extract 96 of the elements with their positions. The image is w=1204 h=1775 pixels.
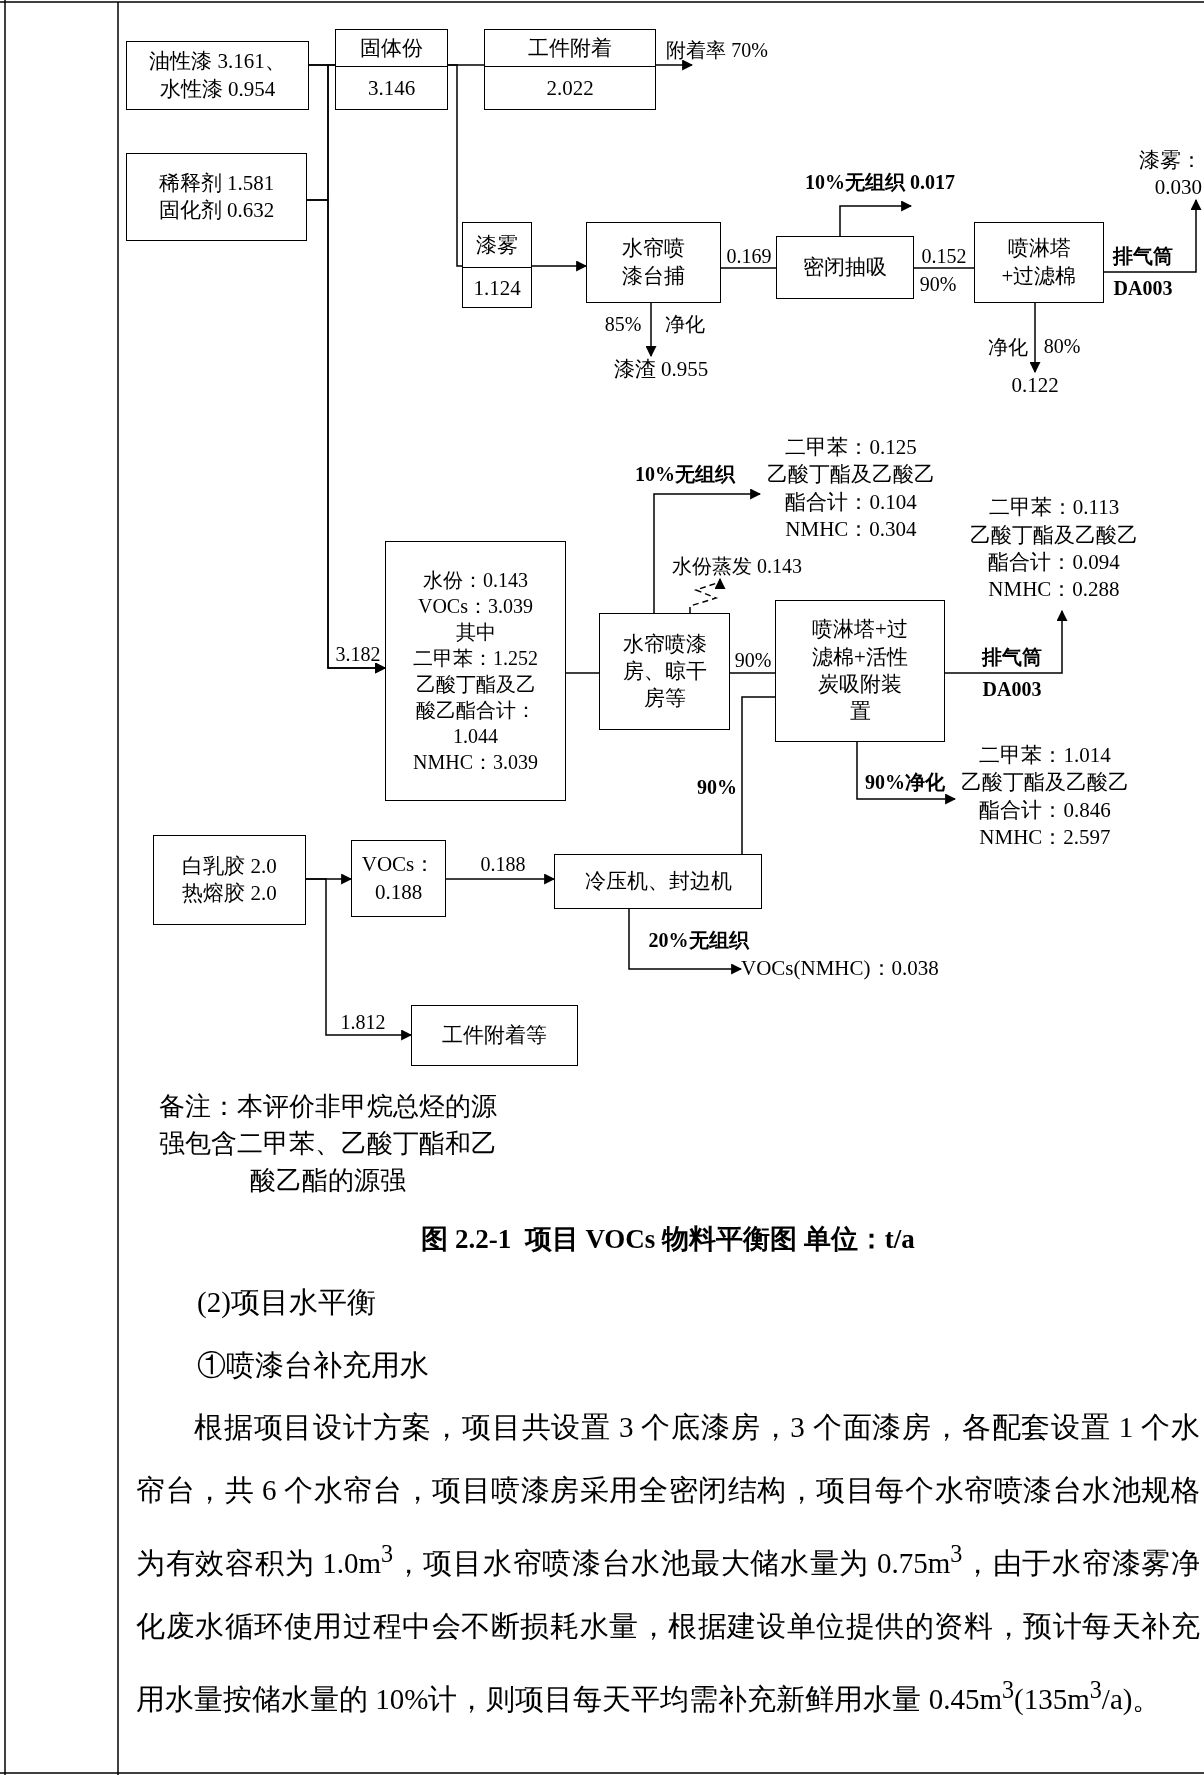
flow-value: 漆雾：0.030 (1138, 146, 1202, 201)
flow-value: 二甲苯：0.125 (784, 433, 918, 461)
flow-arrow (856, 741, 957, 805)
box-text: 1.124 (463, 267, 531, 308)
figure-caption: 图 2.2-1 项目 VOCs 物料平衡图 单位：t/a (420, 1223, 916, 1256)
box-text: 油性漆 3.161、水性漆 0.954 (149, 48, 286, 103)
flow-line (565, 672, 600, 674)
flow-value: NMHC：0.304 (784, 515, 918, 543)
box-text: 水份：0.143 (422, 568, 529, 593)
process-box (153, 835, 306, 925)
flow-value: VOCs(NMHC)：0.038 (741, 955, 940, 983)
edge-label: 1.812 (339, 1010, 387, 1034)
flow-value: NMHC：0.288 (987, 576, 1121, 604)
flow-arrow (1103, 198, 1202, 273)
box-text: 水帘喷漆房、晾干房等 (622, 630, 707, 713)
flow-arrow (645, 302, 657, 358)
flow-line (720, 267, 777, 269)
note-text: 备注：本评价非甲烷总烃的源强包含二甲苯、乙酸丁酯和乙酸乙酯的源强 (158, 1091, 498, 1197)
edge-label: 0.152 (920, 244, 968, 268)
process-box (351, 840, 446, 917)
edge-label: 排气筒 DA003 (1111, 244, 1174, 301)
box-text: NMHC：3.039 (412, 750, 539, 775)
flow-line (913, 267, 975, 269)
flow-arrow (839, 200, 913, 237)
process-box (599, 613, 730, 730)
box-text: 稀释剂 1.581 固化剂 0.632 (157, 169, 276, 224)
flow-value: 乙酸丁酯及乙酸乙酯合计：0.094 (969, 521, 1139, 576)
box-text: 水帘喷漆台捕 (621, 235, 686, 290)
box-text: 喷淋塔+过滤棉 (1000, 235, 1078, 290)
flow-value: 二甲苯：1.014 (978, 741, 1112, 769)
flow-arrow (628, 908, 743, 975)
edge-label: 附着率 70% (665, 38, 769, 62)
edge-label: 20%无组织 (647, 928, 751, 952)
box-text: VOCs：0.188 (360, 851, 437, 906)
box-text: 喷淋塔+过滤棉+活性炭吸附装置 (811, 616, 909, 726)
edge-label: 0.169 (725, 244, 773, 268)
edge-label: 80% (1042, 334, 1082, 358)
edge-label: 排气筒 DA003 (980, 645, 1043, 702)
flow-arrow (1029, 302, 1041, 374)
process-box (462, 222, 532, 308)
box-text: 漆雾 (475, 232, 519, 259)
flow-value: 乙酸丁酯及乙酸乙酯合计：0.104 (766, 461, 936, 516)
box-text: 工件附着 (527, 35, 613, 62)
box-text: 乙酸丁酯及乙酸乙酯合计：1.044 (414, 672, 537, 749)
edge-label: 85% (603, 312, 643, 336)
process-box (385, 541, 566, 801)
edge-label: 0.188 (479, 852, 527, 876)
process-box (126, 41, 309, 110)
body-paragraph: 根据项目设计方案，项目共设置 3 个底漆房，3 个面漆房，各配套设置 1 个水帘台，共 6 个水帘台，项目喷漆房采用全密闭结构，项目每个水帘喷漆台水池规格为有效容积为 1.0m$^{3}$，项目水帘喷漆台水池最大储水量为 0.75m$^{3}$，由于水帘漆雾净化废水循环使用过程中会不断损耗水量，根据建设单位提供的资料，预计每天补充用水量按储水量的 10%计，则项目每天平均需补充新鲜用水量 0.45m$^{3}$(135m$^{3}$/a)。 (136, 1410, 1200, 1717)
process-box (776, 236, 914, 299)
box-text: 固体份 (359, 35, 424, 62)
flow-arrow (305, 878, 413, 1041)
flow-line (447, 64, 463, 267)
box-text: 冷压机、封边机 (583, 867, 733, 895)
process-note: 净化 (987, 335, 1029, 359)
subsection-heading: ①喷漆台补充用水 (197, 1348, 430, 1383)
flow-arrow (944, 609, 1068, 674)
flow-value: 乙酸丁酯及乙酸乙酯合计：0.846 (960, 769, 1130, 824)
process-box (586, 222, 721, 303)
box-text: 其中 (454, 620, 497, 645)
edge-label: 10%无组织 0.017 (804, 170, 956, 194)
box-text: 3.146 (336, 66, 447, 110)
process-box (775, 600, 945, 742)
flow-value: 漆渣 0.955 (612, 356, 710, 384)
flow-value: 水份蒸发 0.143 (671, 554, 803, 579)
flow-arrow (689, 577, 726, 614)
flow-value: NMHC：2.597 (978, 823, 1112, 851)
process-note: 净化 (664, 312, 706, 336)
box-text: 白乳胶 2.0 热熔胶 2.0 (181, 852, 278, 907)
edge-label: 90% (733, 648, 773, 672)
section-heading: (2)项目水平衡 (197, 1285, 377, 1320)
edge-label: 90%净化 (864, 770, 946, 794)
box-text: 二甲苯：1.252 (412, 646, 539, 671)
process-box (974, 222, 1104, 303)
flow-arrow (653, 488, 762, 614)
box-text: 2.022 (485, 66, 655, 110)
flow-line (741, 696, 776, 855)
edge-label: 90% (696, 775, 738, 799)
flow-arrow (655, 59, 694, 71)
flow-arrow (445, 873, 556, 885)
process-box (484, 29, 656, 110)
box-text: 工件附着等 (441, 1021, 548, 1049)
edge-label: 3.182 (334, 642, 382, 666)
box-text: 密闭抽吸 (802, 253, 888, 281)
edge-label: 10%无组织 (634, 462, 737, 486)
flow-arrow (531, 260, 588, 272)
process-box (335, 29, 448, 110)
process-note: 90% (918, 272, 958, 296)
flow-line (729, 672, 776, 674)
box-text: VOCs：3.039 (417, 594, 534, 619)
process-box (126, 153, 307, 241)
process-box (411, 1005, 578, 1066)
process-box (554, 854, 762, 909)
flow-arrow (306, 199, 387, 674)
flow-value: 0.122 (1010, 372, 1060, 400)
flow-value: 二甲苯：0.113 (987, 494, 1121, 522)
